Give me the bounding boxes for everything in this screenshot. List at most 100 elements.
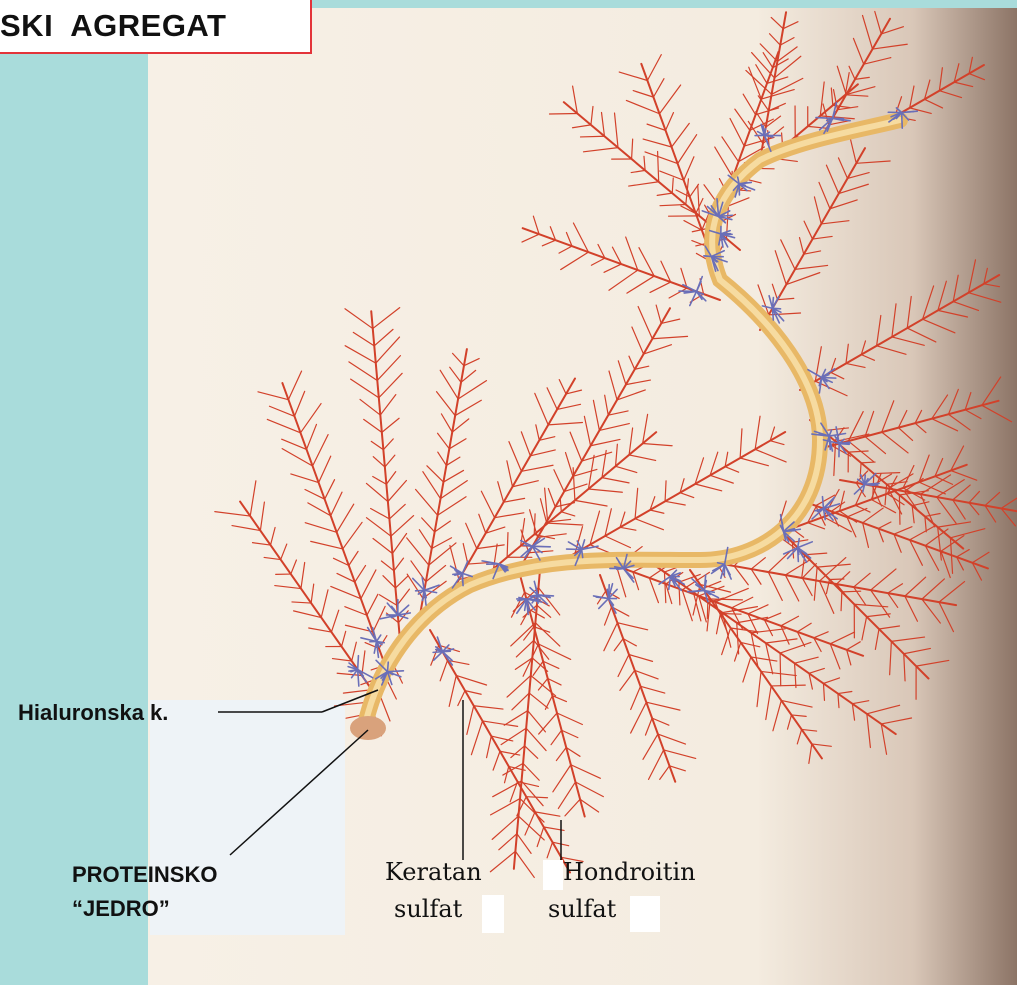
branch-bristle	[505, 766, 509, 782]
branch-bristle	[373, 476, 387, 484]
branch-bristle	[710, 599, 742, 600]
branch-bristle	[275, 586, 301, 589]
keratan-tuft-strand	[819, 378, 821, 394]
branch-bristle	[664, 572, 665, 603]
branch-bristle	[953, 485, 970, 500]
branch-bristle	[391, 516, 414, 537]
branch-bristle	[629, 356, 635, 369]
branch-bristle	[620, 670, 635, 690]
branch-bristle	[345, 309, 373, 329]
branch-bristle	[771, 685, 805, 686]
branch-bristle	[366, 518, 390, 536]
branch-bristle	[561, 512, 574, 516]
branch-bristle	[604, 264, 621, 272]
branch-bristle	[512, 693, 529, 710]
branch-bristle	[483, 721, 518, 726]
branch-bristle	[389, 504, 405, 518]
branch-bristle	[751, 558, 765, 569]
branch-bristle	[559, 380, 566, 394]
branch-bristle	[392, 533, 406, 553]
branch-bristle	[531, 675, 556, 695]
branch-bristle	[965, 410, 981, 419]
branch-bristle	[367, 594, 378, 615]
branch-bristle	[629, 428, 633, 455]
branch-bristle	[349, 551, 358, 565]
branch-bristle	[449, 675, 456, 706]
branch-bristle	[638, 307, 652, 339]
branch-bristle	[342, 631, 346, 646]
branch-bristle	[950, 529, 984, 538]
branch-bristle	[925, 514, 940, 517]
branch-bristle	[441, 481, 468, 499]
branch-bristle	[838, 691, 852, 693]
branch-bristle	[645, 152, 678, 164]
branch-bristle	[422, 518, 435, 532]
branch-bristle	[441, 414, 452, 432]
branch-bristle	[301, 562, 305, 588]
branch-bristle	[695, 484, 722, 491]
branch-bristle	[969, 74, 984, 80]
branch-bristle	[516, 640, 533, 657]
branch-bristle	[856, 161, 890, 163]
branch-bristle	[351, 379, 379, 398]
branch-bristle	[498, 482, 504, 503]
branch-bristle	[826, 165, 838, 193]
branch-bristle	[575, 500, 607, 506]
branch-bristle	[474, 706, 503, 709]
branch-bristle	[912, 502, 929, 506]
branch-bristle	[846, 363, 865, 367]
keratan-tuft-strand	[524, 545, 533, 546]
branch-bristle	[840, 491, 845, 511]
branch-bristle	[427, 466, 444, 482]
branch-bristle	[907, 328, 936, 342]
branch-bristle	[853, 38, 863, 64]
branch-bristle	[388, 480, 407, 501]
label-keratan-line2: sulfat	[394, 895, 462, 924]
branch-bristle	[331, 492, 342, 516]
branch-bristle	[938, 522, 971, 527]
branch-bristle	[360, 399, 380, 415]
branch-bristle	[528, 711, 546, 732]
branch-bristle	[698, 185, 700, 216]
branch-bristle	[504, 711, 527, 726]
label-protein-core-line2: “JEDRO”	[72, 896, 170, 922]
keratan-tuft-strand	[463, 573, 464, 585]
branch-bristle	[693, 584, 700, 615]
branch-bristle	[775, 251, 786, 285]
branch-bristle	[515, 851, 534, 877]
branch-bristle	[845, 95, 868, 96]
branch-bristle	[364, 419, 382, 432]
branch-bristle	[939, 582, 965, 603]
keratan-tuft-strand	[798, 548, 799, 562]
title-box: SKI AGREGAT	[0, 0, 312, 54]
branch-bristle	[501, 728, 526, 744]
branch-bristle	[841, 592, 842, 611]
branch-bristle	[837, 572, 850, 584]
branch-bristle	[509, 442, 522, 472]
branch-bristle	[891, 637, 924, 641]
branch-bristle	[969, 293, 1001, 302]
branch-bristle	[867, 705, 900, 714]
branch-bristle	[814, 632, 828, 638]
branch-bristle	[643, 139, 671, 147]
branch-bristle	[821, 221, 849, 224]
branch-stem	[690, 570, 822, 758]
branch-bristle	[450, 367, 461, 382]
branch-bristle	[871, 590, 890, 617]
branch-bristle	[716, 613, 720, 633]
branch-bristle	[690, 184, 699, 197]
branch-bristle	[916, 660, 949, 666]
branch-bristle	[305, 523, 336, 533]
branch-bristle	[521, 432, 530, 456]
branch-bristle	[707, 602, 708, 618]
branch-bristle	[395, 576, 408, 588]
leader-line-protein-core	[230, 730, 368, 855]
branch-bristle	[530, 510, 538, 538]
branch-bristle	[984, 284, 1000, 287]
keratan-tuft-strand	[388, 662, 389, 671]
branch-bristle	[672, 178, 673, 193]
branch-bristle	[915, 423, 926, 432]
branch-bristle	[264, 557, 281, 559]
branch-bristle	[954, 82, 972, 86]
branch-bristle	[573, 125, 591, 128]
